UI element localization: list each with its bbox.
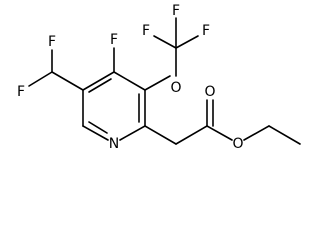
bond-c2-ch2: [144, 125, 177, 145]
bond-n1-c2: [119, 125, 146, 141]
atom-label-f-difluoro-top: F: [48, 34, 56, 50]
bond-c6-n1-double: [88, 121, 108, 134]
atom-label-n-ring: N: [109, 136, 119, 152]
bond-c3-c4: [113, 71, 146, 91]
bond-ch2-cco: [175, 125, 208, 145]
atom-label-f-cf3-left: F: [142, 23, 150, 39]
substituent-bonds: [28, 17, 301, 145]
bond-cf3-f-left: [153, 35, 177, 49]
bond-o-ch2: [243, 125, 270, 141]
atom-label-o-ether: O: [170, 80, 181, 96]
atom-label-f-difluoro-left: F: [17, 84, 25, 100]
atom-labels: F F F F F F O N O O: [17, 3, 244, 152]
pyridine-ring: [82, 71, 146, 141]
bond-cf3-f-right: [175, 35, 199, 49]
bond-ch2-ch3: [268, 125, 301, 145]
atom-label-o-ester: O: [232, 136, 243, 152]
bond-cco-o-ester: [206, 125, 233, 141]
structure-diagram: F F F F F F O N O O: [17, 3, 301, 152]
atom-label-o-carbonyl: O: [204, 84, 215, 100]
bond-c6-n1: [82, 125, 109, 141]
atom-label-f-cf3-right: F: [202, 23, 210, 39]
atom-label-f-cf3-top: F: [172, 3, 180, 19]
atom-label-f-ring: F: [110, 32, 118, 48]
bond-c3-o: [144, 75, 171, 91]
bond-c5-chf2: [51, 71, 84, 91]
bond-c4-c5-double: [88, 78, 112, 93]
bond-chf2-f-left: [28, 71, 53, 87]
bond-c4-c5: [82, 71, 115, 91]
